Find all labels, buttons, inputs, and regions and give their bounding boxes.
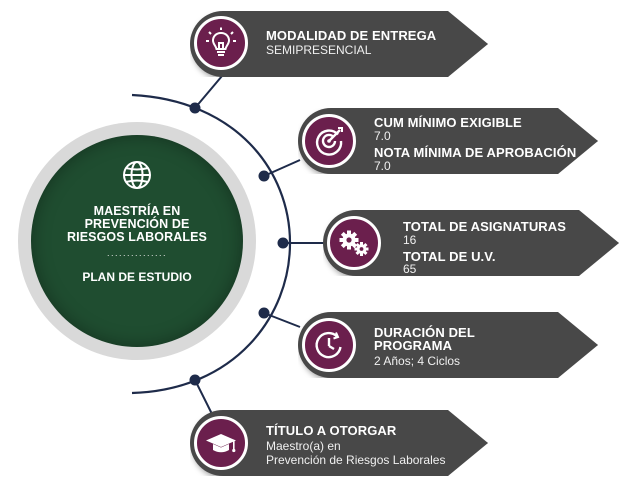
gears-icon: [339, 230, 369, 256]
label-modalidad: MODALIDAD DE ENTREGA: [266, 28, 437, 43]
program-name: MAESTRÍA EN PREVENCIÓN DE RIESGOS LABORA…: [67, 204, 207, 244]
connector-dot-3: [277, 237, 289, 249]
badge-modalidad: [194, 16, 248, 70]
program-hub: MAESTRÍA EN PREVENCIÓN DE RIESGOS LABORA…: [31, 135, 243, 347]
value-asignaturas: 16: [403, 233, 417, 247]
separator: ...............: [106, 248, 167, 258]
value-modalidad: SEMIPRESENCIAL: [266, 43, 372, 57]
badge-titulo: [194, 416, 248, 470]
plan-subtitle: PLAN DE ESTUDIO: [82, 270, 192, 284]
connector-dot-4: [258, 307, 270, 319]
connector-dot-5: [189, 374, 201, 386]
badge-duracion: [302, 318, 356, 372]
globe-icon: [123, 161, 151, 189]
label-cum: CUM MÍNIMO EXIGIBLE: [374, 115, 522, 130]
label-duracion-2: PROGRAMA: [374, 338, 453, 353]
label-asignaturas: TOTAL DE ASIGNATURAS: [403, 219, 567, 234]
label-duracion-1: DURACIÓN DEL: [374, 325, 475, 340]
clock-icon: [315, 331, 342, 359]
value-uv: 65: [403, 262, 417, 276]
value-cum: 7.0: [374, 129, 391, 143]
badge-cum: [302, 114, 356, 168]
value-titulo-1: Maestro(a) en: [266, 439, 341, 453]
badge-asignaturas: [327, 216, 381, 270]
connector-dot-1: [189, 102, 201, 114]
label-nota: NOTA MÍNIMA DE APROBACIÓN: [374, 145, 577, 160]
connector-dot-2: [258, 170, 270, 182]
lightbulb-icon: [206, 27, 236, 56]
target-icon: [315, 127, 343, 156]
value-titulo-2: Prevención de Riesgos Laborales: [266, 453, 446, 467]
graduation-cap-icon: [206, 434, 236, 453]
value-nota: 7.0: [374, 159, 391, 173]
label-uv: TOTAL DE U.V.: [403, 249, 496, 264]
label-titulo: TÍTULO A OTORGAR: [266, 423, 397, 438]
value-duracion: 2 Años; 4 Ciclos: [374, 354, 461, 368]
